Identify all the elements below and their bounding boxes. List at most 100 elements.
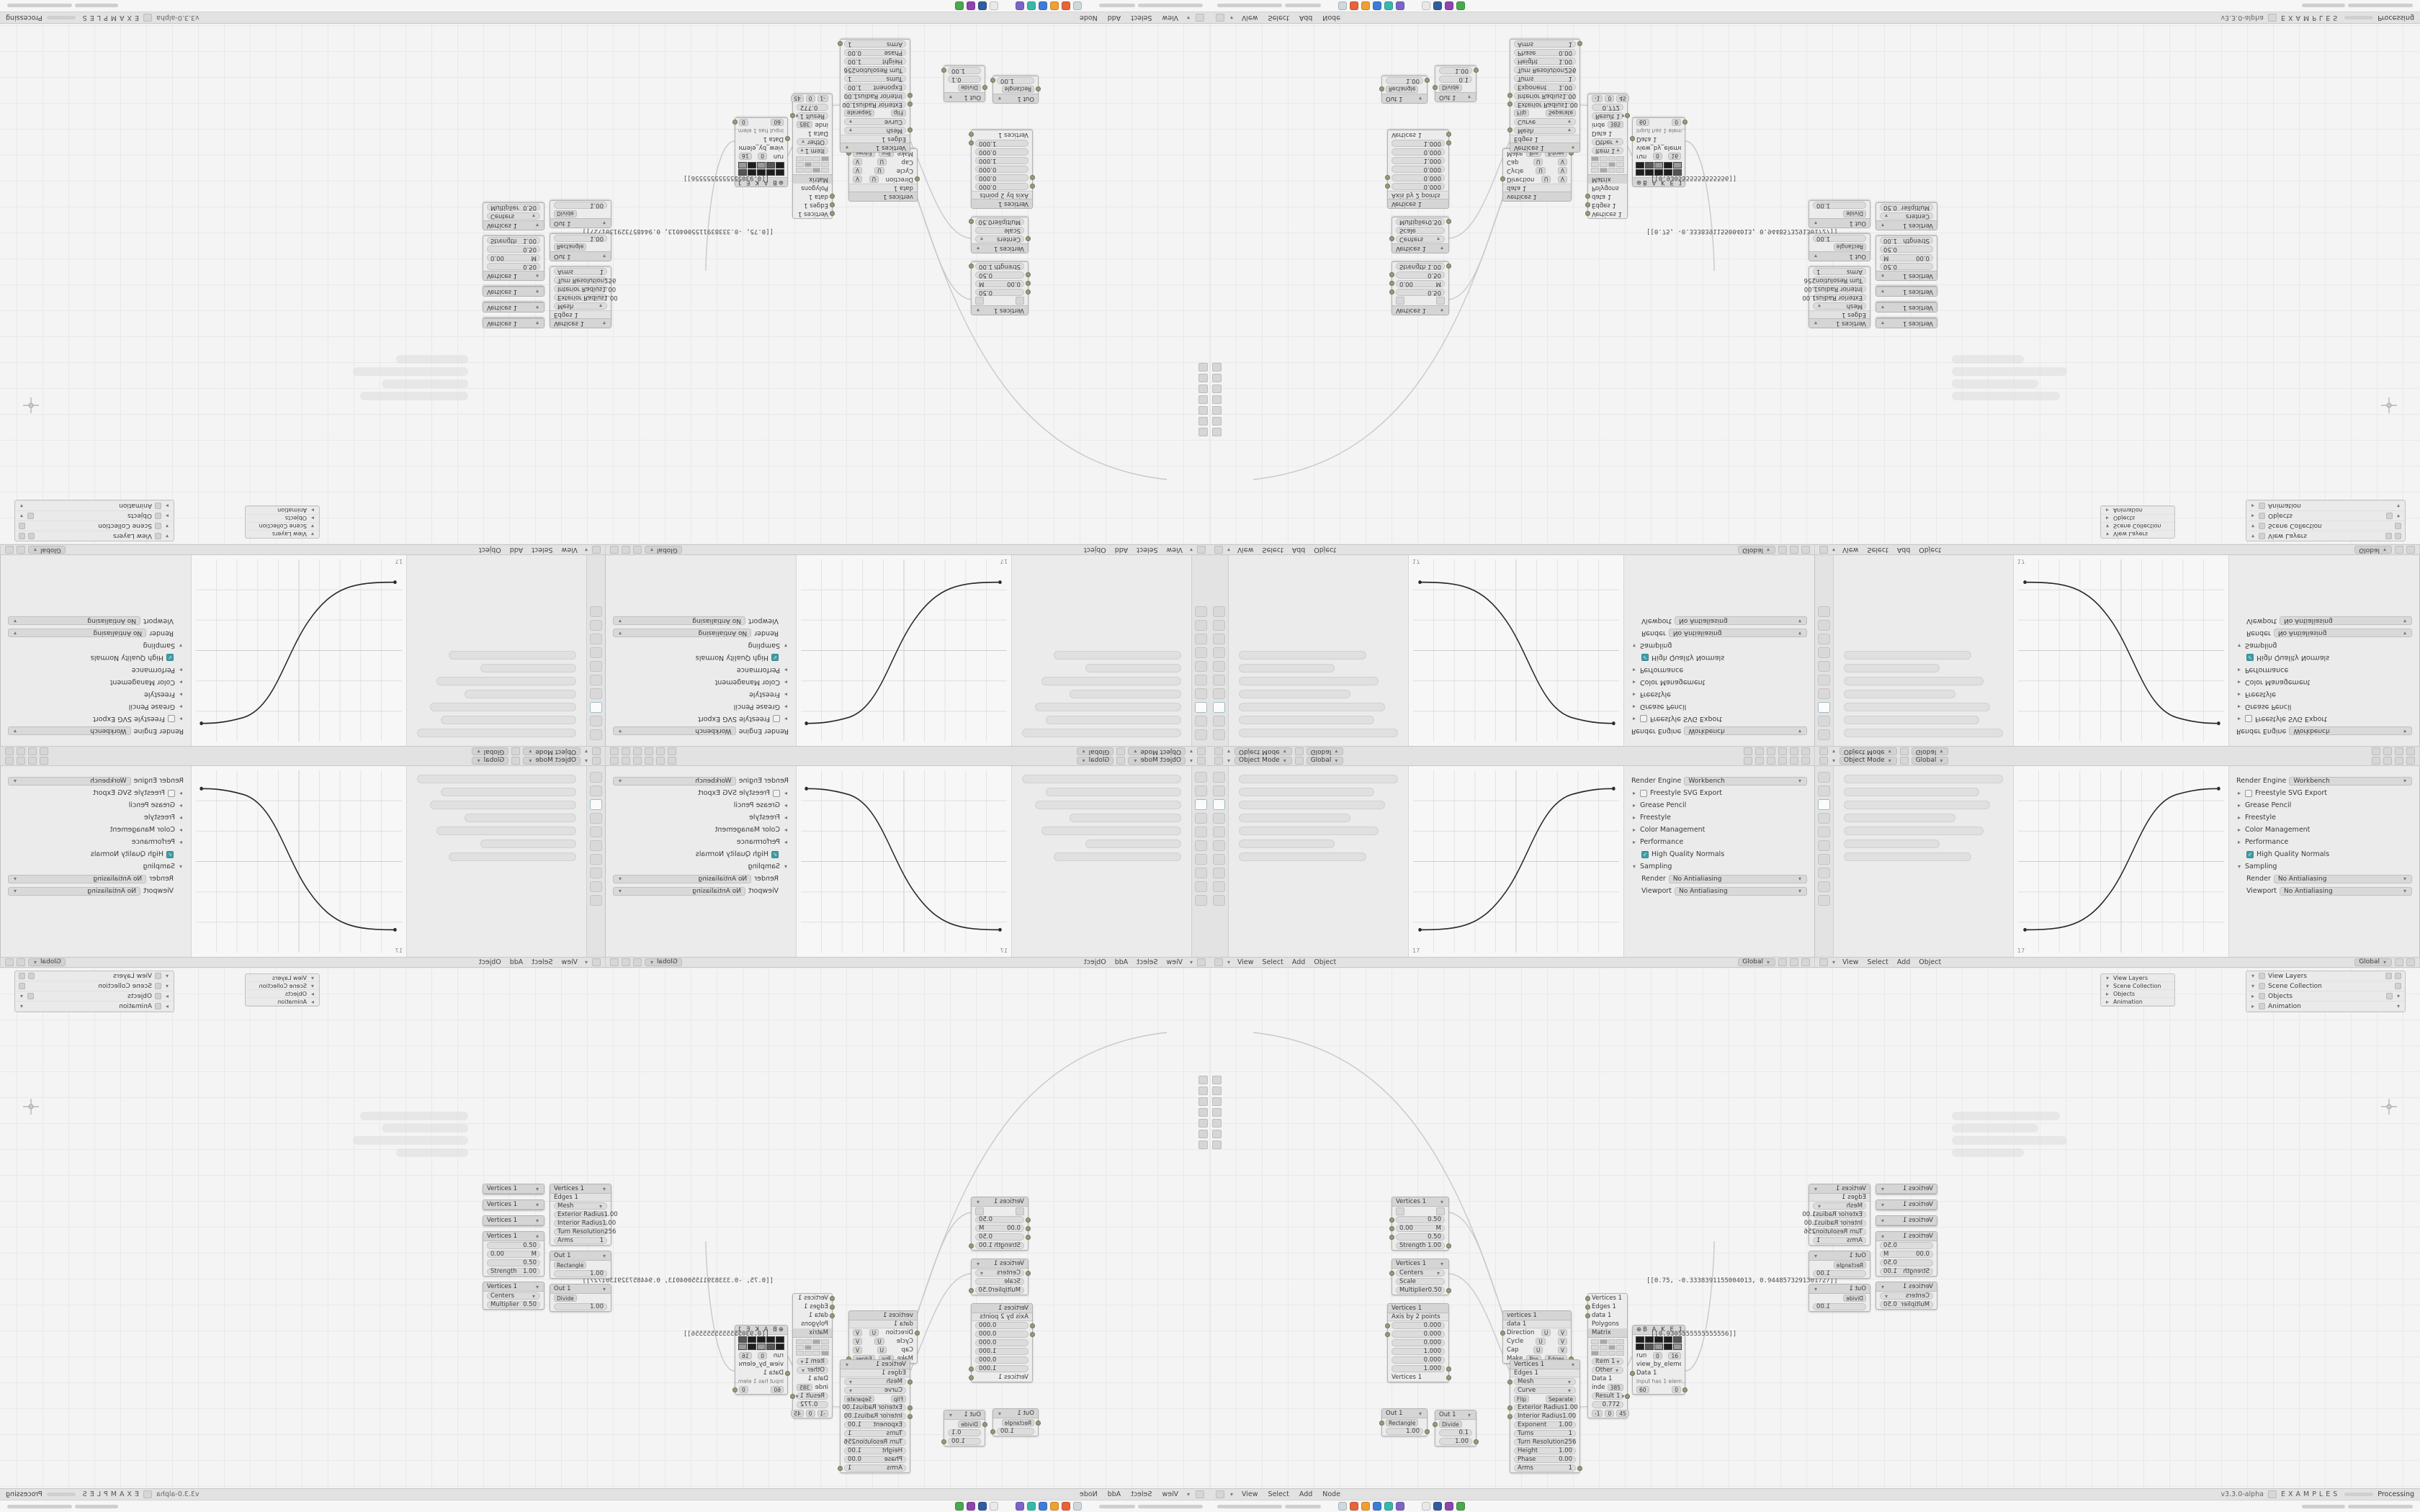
orientation-dropdown[interactable]: Global▾ xyxy=(1306,757,1344,765)
editor-type-icon[interactable] xyxy=(1216,14,1224,22)
outliner-row[interactable]: ▾Scene Collection xyxy=(246,982,319,990)
properties-tab-icon[interactable] xyxy=(1213,716,1225,726)
menu-add[interactable]: Add xyxy=(1107,1490,1121,1498)
option-button[interactable]: U xyxy=(1536,167,1546,174)
node-toggle-icon[interactable] xyxy=(1016,297,1024,305)
taskbar-app-icon[interactable] xyxy=(1445,1,1453,10)
enum-field[interactable]: Mesh▾ xyxy=(1813,302,1866,310)
properties-tab-icon[interactable] xyxy=(1818,716,1830,726)
option-button[interactable]: U xyxy=(877,1346,887,1354)
panel-row[interactable]: ▸ Performance xyxy=(2236,665,2412,675)
taskbar-app-icon[interactable] xyxy=(978,1,987,10)
options-icon[interactable] xyxy=(2406,747,2415,755)
outliner-row[interactable]: ▸Objects xyxy=(2101,514,2174,522)
enum-field[interactable]: Centers▾ xyxy=(1396,235,1445,243)
value-field[interactable]: 0.000 xyxy=(1392,183,1445,191)
properties-tab-icon[interactable] xyxy=(1818,688,1830,699)
taskbar-app-icon[interactable] xyxy=(1338,1502,1347,1511)
menu-select[interactable]: Select xyxy=(532,958,553,966)
eye-icon[interactable] xyxy=(27,513,34,519)
shading-icon[interactable] xyxy=(645,747,653,755)
checkbox-unchecked[interactable] xyxy=(1640,789,1647,797)
editor-type-icon[interactable] xyxy=(1196,14,1204,22)
wireframe-icon[interactable] xyxy=(633,757,642,765)
select-tool-icon[interactable] xyxy=(1198,1076,1208,1084)
checkbox-unchecked[interactable] xyxy=(1640,715,1647,723)
box-select-tool-icon[interactable] xyxy=(1198,417,1208,426)
curve-editor[interactable]: 17 xyxy=(2014,766,2229,957)
node-out-divide[interactable]: Out 1▾ Divide 0.1 1.00 xyxy=(944,66,985,102)
plus-icon[interactable]: ⊕ xyxy=(776,1326,784,1333)
outliner-row[interactable]: ▾Scene Collection xyxy=(246,522,319,530)
menu-object[interactable]: Object xyxy=(1083,546,1106,554)
outliner-row[interactable]: ▾View Layers xyxy=(2101,974,2174,982)
menu-view[interactable]: View xyxy=(1166,546,1183,554)
outliner-row-scene-collection[interactable]: ▾ Scene Collection xyxy=(2246,521,2405,531)
editor-type-icon[interactable] xyxy=(1197,958,1206,966)
antialiasing-dropdown[interactable]: No Antialiasing▾ xyxy=(1668,874,1807,883)
options-icon[interactable] xyxy=(2406,757,2415,765)
option-button[interactable]: V xyxy=(853,1338,863,1345)
editor-type-icon[interactable] xyxy=(592,546,601,554)
value-button[interactable]: -1 xyxy=(1592,95,1603,102)
eye-icon[interactable] xyxy=(19,983,25,989)
node-collapsed[interactable]: Vertices 1▾ xyxy=(1876,286,1937,297)
enum-field[interactable]: Curve▾ xyxy=(844,1387,906,1394)
outliner-row-animation[interactable]: ▸ Animation ▾ xyxy=(15,1002,174,1012)
properties-tab-icon-active[interactable] xyxy=(1818,702,1830,713)
taskbar-app-icon[interactable] xyxy=(1039,1502,1047,1511)
properties-tab-icon[interactable] xyxy=(1818,827,1830,837)
node-out-rectangle[interactable]: Out 1▾ Rectangle 1.00 xyxy=(992,1408,1039,1436)
value-field[interactable]: 1.00 xyxy=(1813,1270,1866,1277)
value-button[interactable]: 0 xyxy=(1605,95,1615,102)
snap-icon[interactable] xyxy=(17,958,25,966)
node-toggle-icon[interactable] xyxy=(975,297,984,305)
panel-row[interactable]: ✓ High Quality Normals xyxy=(8,850,184,859)
option-button[interactable]: U xyxy=(869,1329,879,1336)
curve-editor[interactable]: 17 xyxy=(2014,555,2229,746)
properties-tab-icon[interactable] xyxy=(590,716,602,726)
outliner-row[interactable]: ▸Objects xyxy=(246,990,319,998)
snap-icon[interactable] xyxy=(1116,747,1126,755)
curve-editor[interactable]: 17 xyxy=(191,555,406,746)
properties-tab-icon[interactable] xyxy=(1195,729,1207,740)
menu-add[interactable]: Add xyxy=(1107,14,1121,22)
curve-editor[interactable]: 17 xyxy=(796,766,1011,957)
panel-row[interactable]: ▸ Performance xyxy=(8,665,184,675)
taskbar-app-icon[interactable] xyxy=(1422,1,1430,10)
taskbar-app-icon[interactable] xyxy=(1073,1502,1082,1511)
outliner-row-scene-collection[interactable]: ▾ Scene Collection xyxy=(2246,981,2405,991)
gizmo-toggle-icon[interactable] xyxy=(1755,747,1764,755)
taskbar-app-icon[interactable] xyxy=(1027,1,1036,10)
properties-tab-icon[interactable] xyxy=(1213,854,1225,865)
pan-tool-icon[interactable] xyxy=(1212,1130,1222,1138)
properties-tab-icon[interactable] xyxy=(1818,772,1830,783)
value-field[interactable]: 1.00 xyxy=(948,67,981,75)
antialiasing-dropdown[interactable]: No Antialiasing▾ xyxy=(1675,616,1807,626)
menu-select[interactable]: Select xyxy=(1137,546,1158,554)
operation-button[interactable]: Divide xyxy=(554,210,577,217)
outliner-row-view-layers[interactable]: ▾ View Layers xyxy=(15,531,174,541)
value-button[interactable]: -1 xyxy=(817,95,828,102)
snap-icon[interactable] xyxy=(1899,747,1909,755)
filter-icon[interactable] xyxy=(2385,973,2392,979)
properties-tab-icon[interactable] xyxy=(1195,716,1207,726)
toggle-button[interactable]: Separate xyxy=(1546,1395,1576,1403)
box-select-tool-icon[interactable] xyxy=(1212,1086,1222,1095)
outliner-row-animation[interactable]: ▸ Animation ▾ xyxy=(2246,500,2405,510)
pan-tool-icon[interactable] xyxy=(1198,374,1208,382)
enum-field[interactable]: Mesh▾ xyxy=(844,127,906,135)
